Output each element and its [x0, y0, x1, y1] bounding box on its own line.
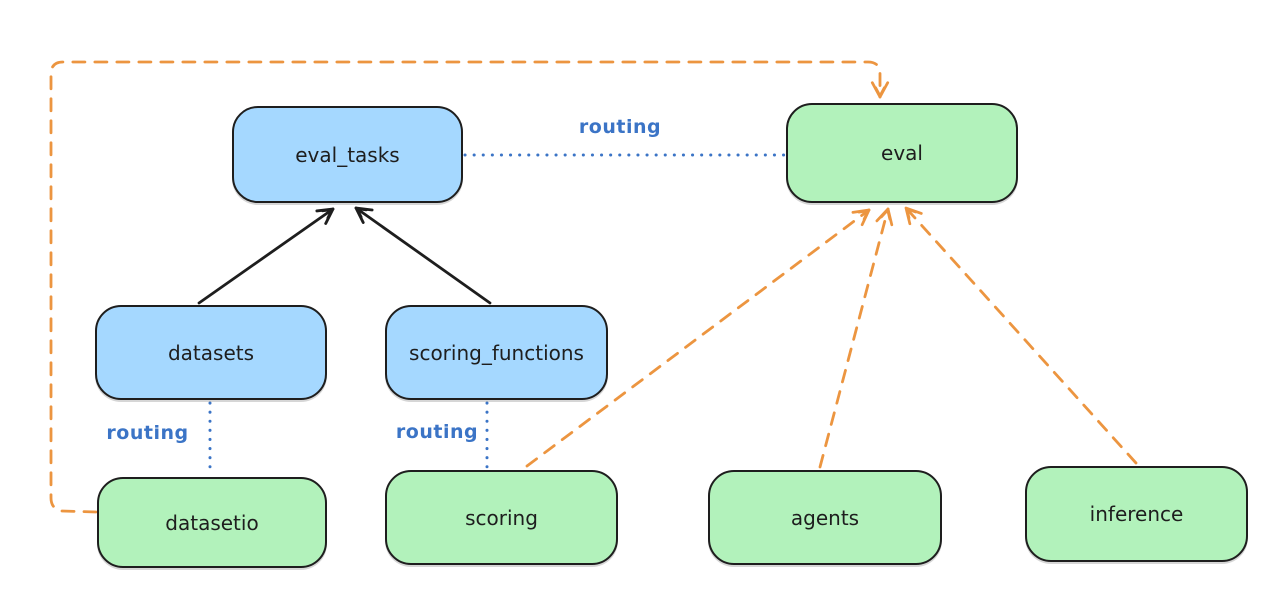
node-label: scoring_functions: [409, 340, 584, 365]
node-agents: agents: [708, 470, 942, 565]
node-label: datasetio: [165, 510, 259, 535]
node-label: datasets: [167, 340, 255, 365]
node-label: scoring: [465, 505, 538, 530]
node-eval-tasks: eval_tasks: [232, 106, 463, 203]
routing-label-datasetio: routing: [106, 422, 189, 444]
edge-datasets-to-eval_tasks: [197, 207, 335, 305]
edge-agents-to-eval: [818, 207, 894, 469]
node-label: eval_tasks: [295, 142, 400, 167]
routing-label-eval: routing: [578, 116, 662, 138]
node-scoring-functions: scoring_functions: [385, 305, 608, 400]
node-datasetio: datasetio: [97, 477, 327, 568]
edge-inference-to-eval: [904, 206, 1138, 465]
node-inference: inference: [1025, 466, 1248, 562]
node-scoring: scoring: [385, 470, 618, 565]
edge-scoring_functions-to-eval_tasks: [354, 206, 492, 305]
node-label: inference: [1089, 502, 1184, 526]
routing-label-scoring: routing: [395, 421, 479, 443]
node-datasets: datasets: [95, 305, 327, 400]
edge-datasetio-to-eval: [49, 60, 890, 514]
node-label: agents: [790, 505, 860, 530]
node-eval: eval: [786, 103, 1018, 203]
edge-scoring-to-eval: [525, 208, 871, 468]
node-label: eval: [881, 141, 923, 165]
